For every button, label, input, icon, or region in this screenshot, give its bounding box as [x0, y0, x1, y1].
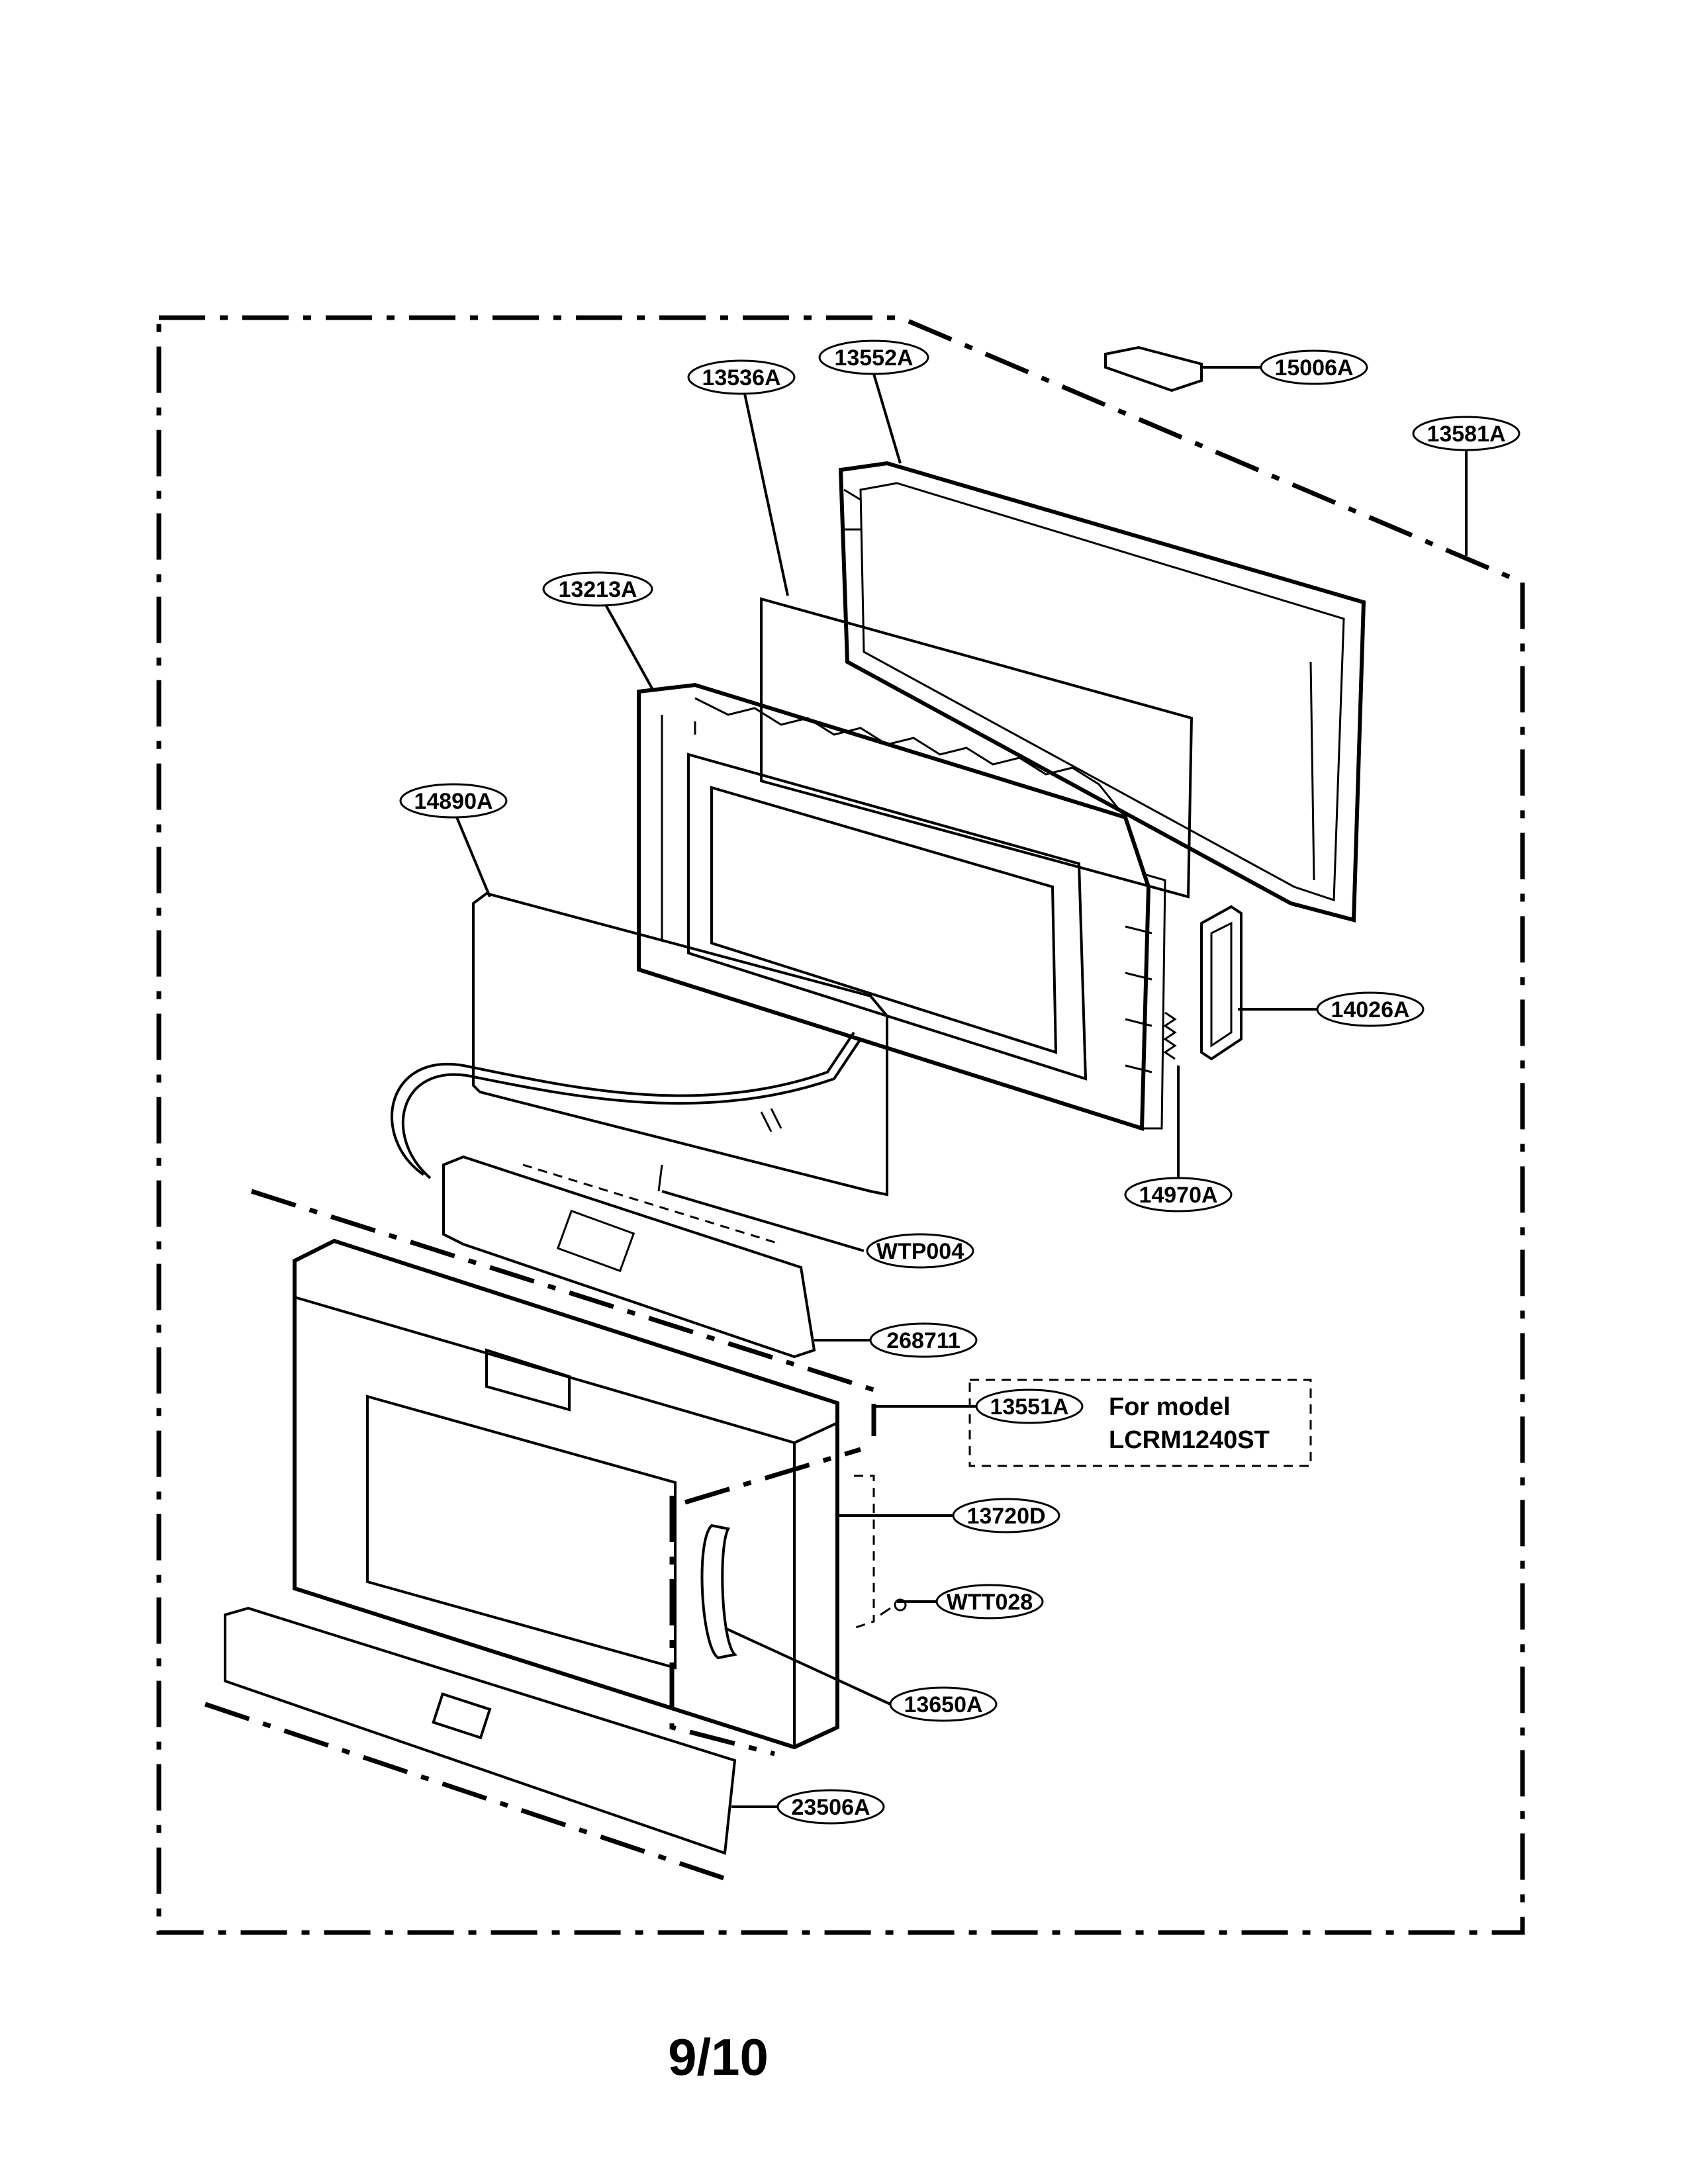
label-13213A: 13213A [558, 577, 637, 602]
wire-harness [391, 1031, 862, 1179]
label-14970A: 14970A [1139, 1183, 1217, 1208]
callout-13536A: 13536A [687, 359, 796, 395]
callout-13650A: 13650A [889, 1686, 998, 1722]
label-13650A: 13650A [904, 1692, 982, 1717]
label-15006A: 15006A [1274, 355, 1353, 381]
screw-part [880, 1598, 907, 1616]
label-WTP004: WTP004 [876, 1239, 964, 1264]
door-trim-part [250, 1189, 876, 1756]
lower-trim-part [204, 1606, 737, 1882]
small-bracket-part [1104, 345, 1203, 392]
front-door-panel [293, 1238, 839, 1750]
callout-13213A: 13213A [542, 571, 653, 607]
callout-WTT028: WTT028 [935, 1584, 1044, 1619]
outer-glass-panel [472, 891, 888, 1197]
callout-13720D: 13720D [952, 1498, 1060, 1533]
model-note-line1: For model [1109, 1393, 1231, 1421]
callout-15006A: 15006A [1260, 349, 1368, 385]
callout-13551A: 13551A [975, 1388, 1084, 1424]
model-note-box [968, 1379, 1312, 1467]
leader-lines [455, 366, 1468, 1808]
callout-13581A: 13581A [1412, 416, 1521, 451]
door-frame-part [838, 461, 1366, 923]
control-board-part [442, 1155, 816, 1359]
callout-WTP004: WTP004 [866, 1233, 974, 1269]
callout-23506A: 23506A [776, 1789, 885, 1825]
callout-268711: 268711 [869, 1322, 978, 1358]
label-13551A: 13551A [990, 1394, 1068, 1420]
label-WTT028: WTT028 [947, 1590, 1033, 1615]
callout-14970A: 14970A [1124, 1177, 1233, 1212]
page-number: 9/10 [668, 2028, 769, 2086]
label-268711: 268711 [886, 1328, 961, 1353]
assembly-boundary [156, 315, 1525, 1935]
callout-13552A: 13552A [818, 340, 929, 375]
label-14890A: 14890A [414, 789, 492, 814]
callout-14890A: 14890A [399, 783, 508, 819]
door-glass-panel [760, 597, 1194, 899]
label-23506A: 23506A [791, 1795, 870, 1820]
label-13720D: 13720D [966, 1504, 1045, 1529]
inner-door-assembly [637, 682, 1166, 1132]
label-13536A: 13536A [702, 365, 780, 390]
label-13581A: 13581A [1427, 422, 1505, 447]
door-handle-part [700, 1524, 738, 1660]
latch-spring-part [1163, 1011, 1177, 1060]
label-13552A: 13552A [834, 345, 913, 371]
callout-14026A: 14026A [1316, 991, 1425, 1027]
door-latch-part [1200, 905, 1243, 1061]
model-note-line2: LCRM1240ST [1109, 1426, 1270, 1454]
label-14026A: 14026A [1331, 997, 1409, 1023]
